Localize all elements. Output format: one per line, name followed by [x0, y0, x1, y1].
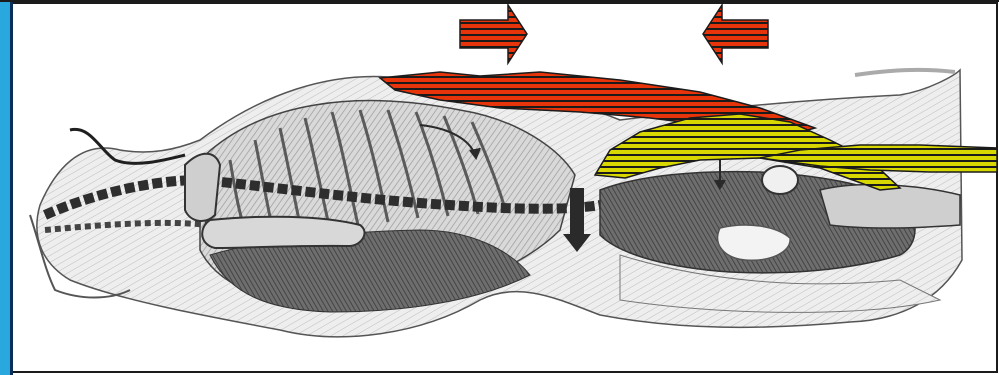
right-compression-arrow — [703, 5, 768, 63]
left-compression-arrow — [460, 5, 527, 63]
tail-outline — [855, 70, 955, 75]
abdominal-region — [600, 166, 960, 312]
